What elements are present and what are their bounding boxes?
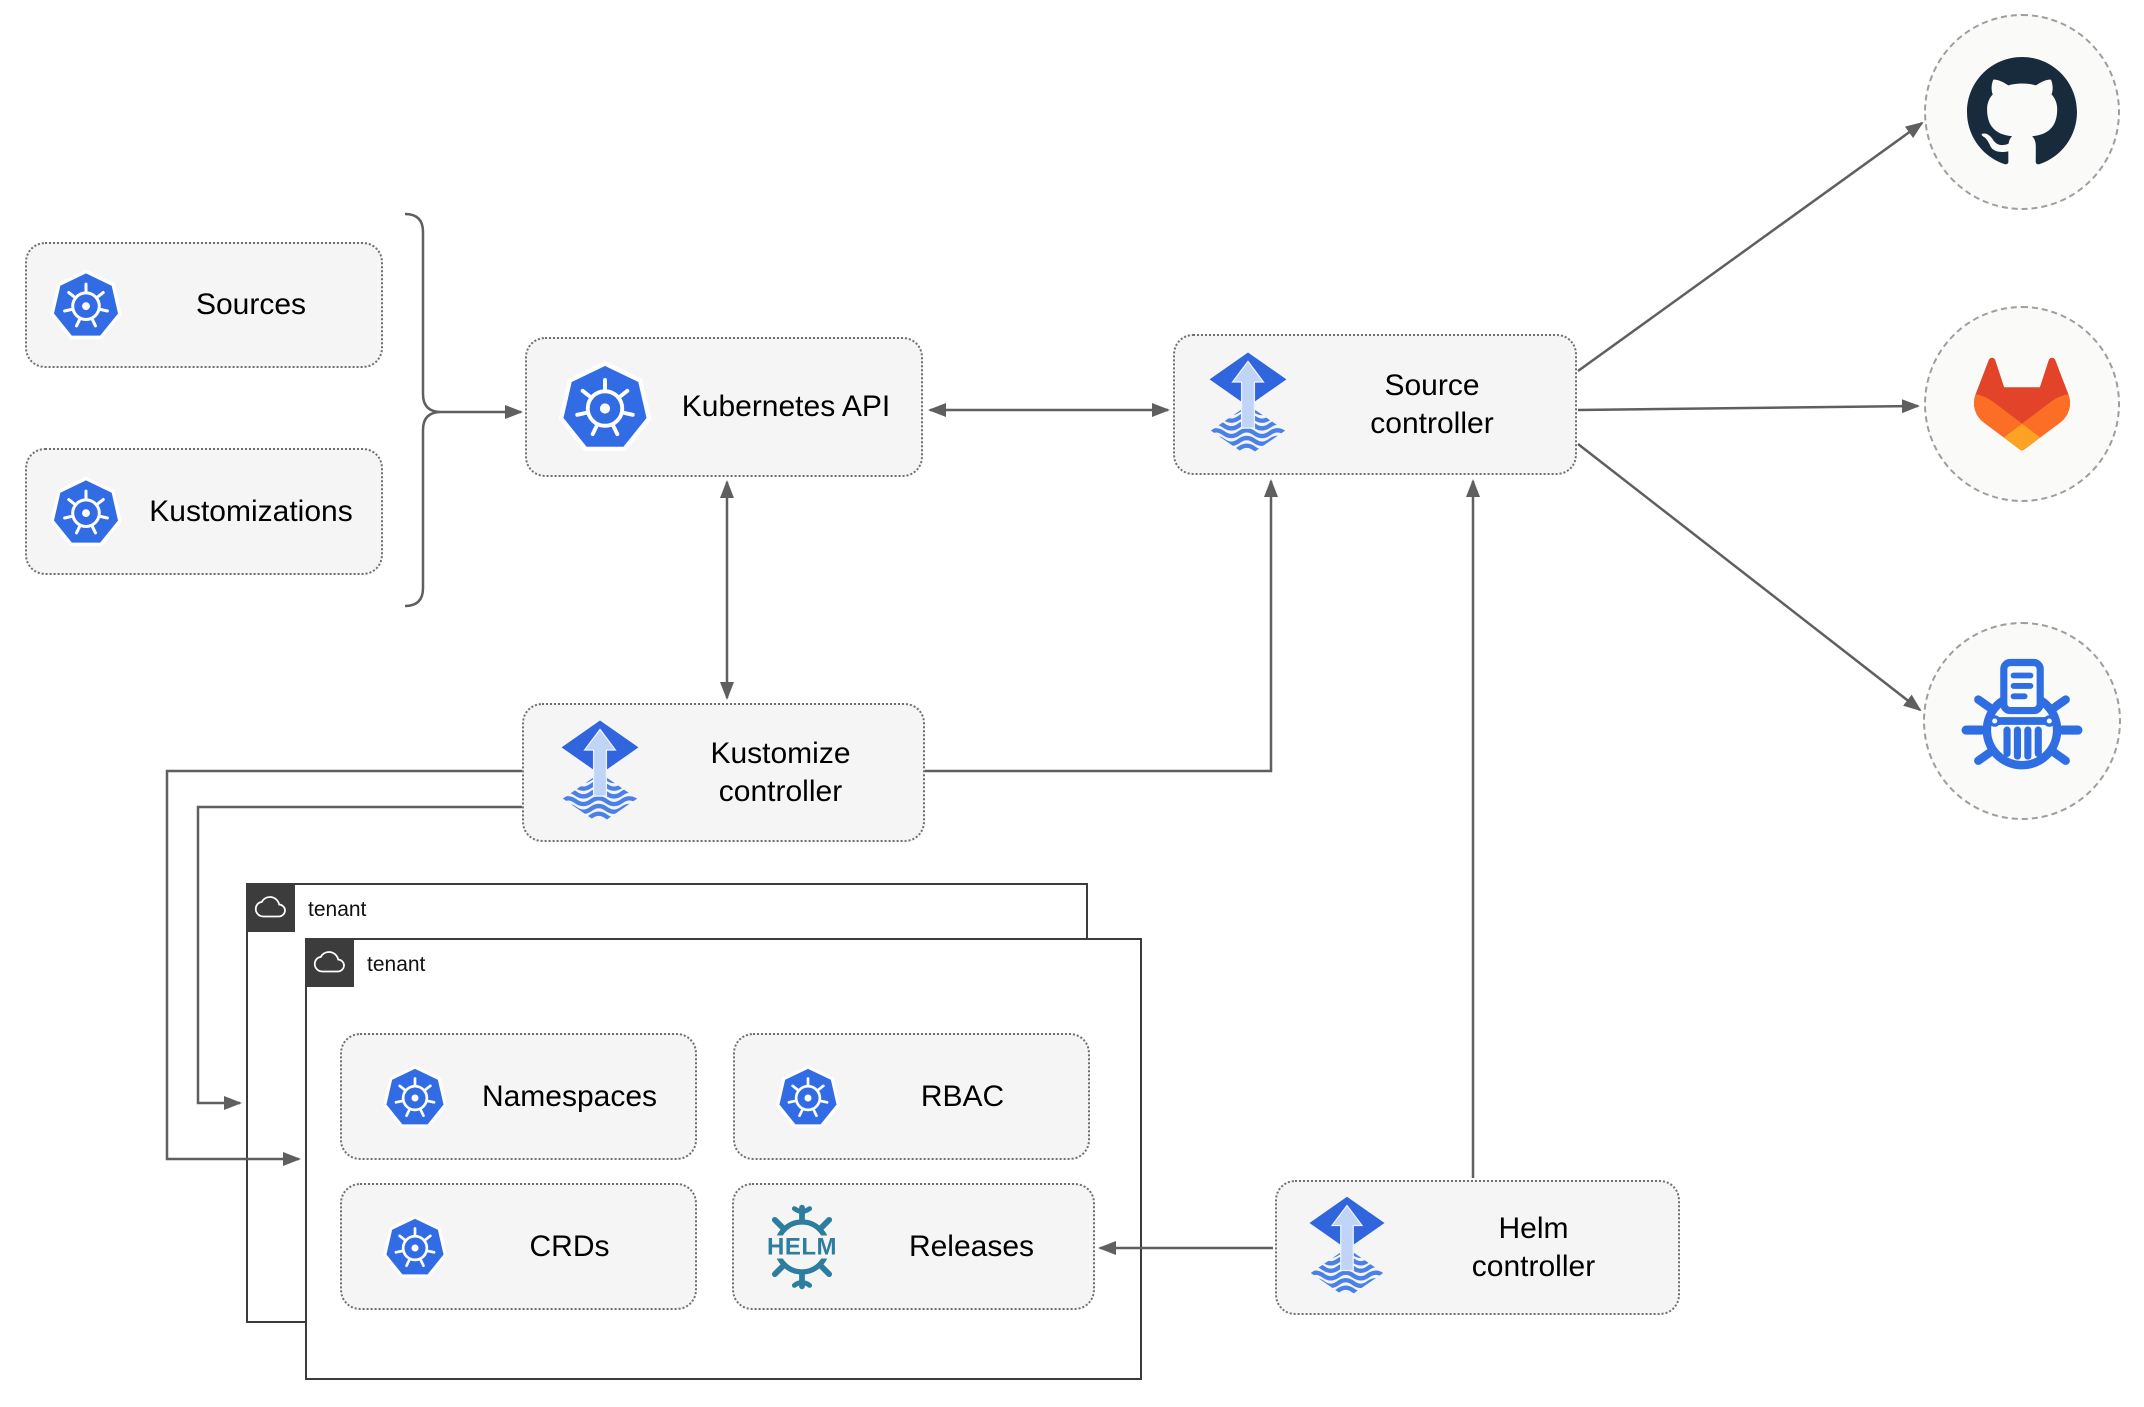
node-label: Namespaces [481,1079,658,1113]
kubernetes-icon [382,1214,448,1280]
kubernetes-icon [775,1064,841,1130]
cloud-icon [252,892,288,922]
gitlab-node [1924,306,2120,502]
flux-icon [559,719,641,827]
node-sources: Sources [25,242,383,368]
tenant-label: tenant [308,898,367,921]
label-line: controller [718,774,843,808]
flux-icon [1307,1195,1387,1301]
tenant-tab [245,882,295,932]
node-label: Kustomizations [149,494,353,528]
node-source-controller: Source controller [1173,334,1577,475]
github-icon [1966,57,2078,167]
edge-source-to-gitlab [1577,399,1920,414]
kubernetes-icon [382,1064,448,1130]
node-crds: CRDs [340,1183,697,1310]
helm-icon: HELM [754,1199,850,1295]
flux-icon [1207,351,1289,459]
edge-source-to-registry [1577,443,1922,712]
node-helm-controller: Helm controller [1275,1180,1680,1315]
label-line: Kustomize [710,736,851,770]
node-label: Source controller [1295,367,1569,443]
kubernetes-icon [557,359,653,455]
helm-repository-icon [1955,656,2089,786]
tenant-tab [304,937,354,987]
node-kustomizations: Kustomizations [25,448,383,575]
node-label: Sources [195,288,307,321]
label-line: Source [1384,368,1480,402]
node-releases: HELM Releases [732,1183,1095,1310]
node-label: Kubernetes API [681,390,891,423]
node-namespaces: Namespaces [340,1033,697,1160]
edge-source-to-github [1577,121,1924,373]
node-label: CRDs [529,1229,610,1263]
gitlab-icon [1927,309,2117,499]
node-label: Releases [908,1229,1035,1263]
tenant-label: tenant [367,953,426,976]
registry-node [1923,622,2121,820]
node-rbac: RBAC [733,1033,1090,1160]
edge-kustomize-to-source-controller [925,479,1278,773]
kubernetes-icon [49,268,123,342]
node-kubernetes-api: Kubernetes API [525,337,923,477]
label-line: controller [1370,406,1494,440]
node-label: Helm controller [1395,1210,1672,1286]
label-line: Helm [1498,1211,1569,1245]
node-kustomize-controller: Kustomize controller [522,703,925,842]
cloud-icon [311,947,347,977]
github-node [1924,14,2120,210]
helm-logo-text: HELM [767,1233,837,1260]
bracket-sources-group [404,212,442,608]
kubernetes-icon [49,475,123,549]
node-label: Kustomize controller [644,735,917,811]
label-line: controller [1471,1249,1596,1283]
node-label: RBAC [920,1079,1005,1113]
